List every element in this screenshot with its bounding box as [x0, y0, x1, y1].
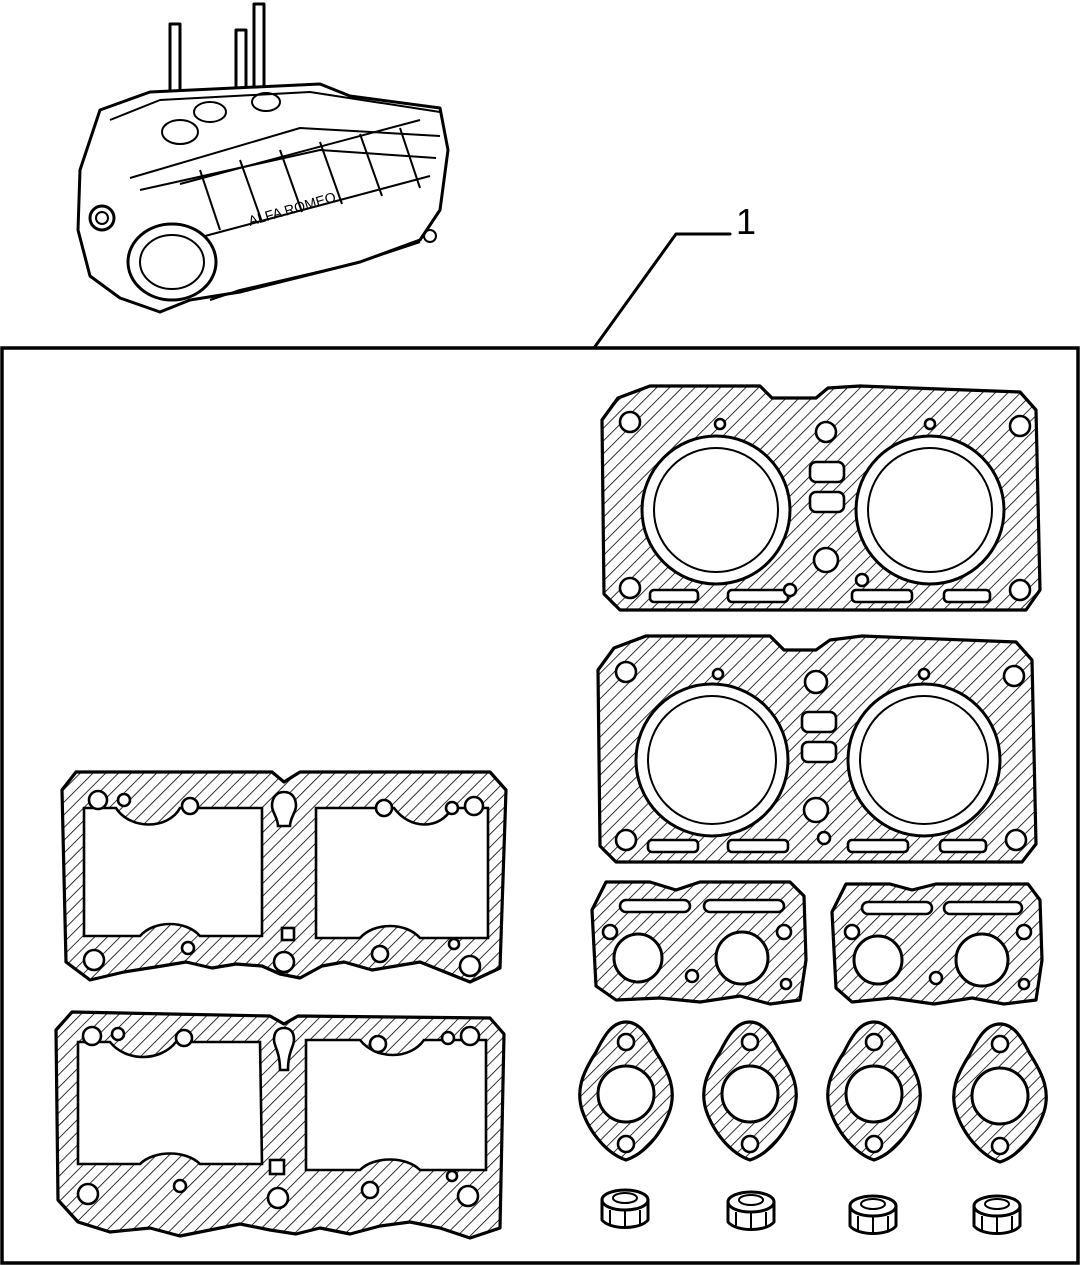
- callout-label: 1: [736, 201, 756, 242]
- valve-stem-seal-1: [600, 1188, 650, 1230]
- cylinder-head-gasket-lower: [596, 634, 1038, 864]
- valve-stem-seal-3: [848, 1194, 898, 1236]
- valve-stem-seal-4: [972, 1194, 1022, 1236]
- manifold-gasket-small-2: [702, 1020, 798, 1162]
- gasket-kit-frame: [0, 346, 1080, 1265]
- manifold-gasket-large-left: [590, 880, 808, 1006]
- valve-cover-gasket-lower: [54, 1010, 506, 1240]
- manifold-gasket-small-1: [578, 1020, 674, 1162]
- valve-cover-gasket-upper: [60, 770, 508, 984]
- cylinder-head-illustration: ALFA ROMEO: [76, 2, 450, 314]
- manifold-gasket-small-4: [952, 1022, 1048, 1164]
- cylinder-head-gasket-upper: [600, 384, 1042, 612]
- callout-1: 1: [592, 201, 756, 350]
- valve-stem-seal-2: [726, 1190, 776, 1232]
- manifold-gasket-small-3: [826, 1020, 922, 1162]
- manifold-gasket-large-right: [830, 882, 1044, 1006]
